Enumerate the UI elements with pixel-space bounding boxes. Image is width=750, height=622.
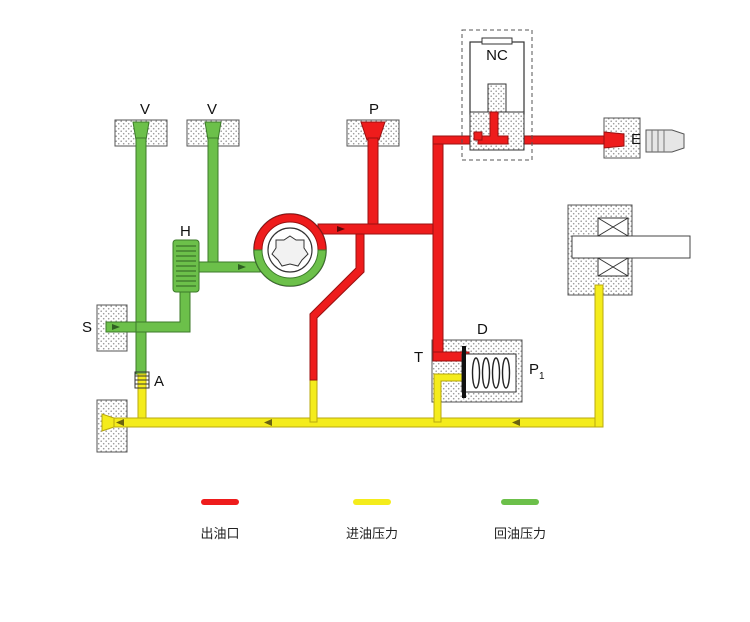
legend-item-inlet: 进油压力: [346, 497, 398, 542]
arrow-icon: [116, 419, 124, 426]
label-h: H: [180, 223, 191, 240]
nozzle: [645, 129, 685, 153]
e-port-funnel: [603, 131, 625, 149]
label-s: S: [82, 319, 92, 336]
return-port-funnel: [101, 413, 115, 432]
v1-pipe: [135, 137, 147, 375]
nozzle-body: [645, 129, 685, 153]
pump-inlet-chamber: [253, 249, 327, 287]
arrow-icon: [337, 226, 345, 232]
p-pipe: [367, 137, 379, 231]
legend-label: 回油压力: [494, 527, 546, 542]
filter-h-ribs: [176, 245, 196, 287]
regulator-spring: [471, 357, 511, 389]
middle-riser: [309, 377, 318, 423]
label-e: E: [631, 131, 641, 148]
label-p1: P1: [529, 361, 545, 382]
inlet-arrows: [116, 419, 520, 426]
label-nc: NC: [486, 47, 508, 64]
pump-to-regulator-pipe: [317, 223, 443, 235]
inlet-pressure-circuit: [101, 284, 604, 432]
legend-item-outlet: 出油口: [198, 497, 242, 542]
arrow-icon: [238, 264, 246, 270]
return-pressure-circuit: [105, 121, 261, 375]
label-d: D: [477, 321, 488, 338]
solenoid-valve: [461, 29, 533, 161]
gear-pump: [253, 213, 327, 287]
h-to-pump-pipe: [195, 261, 261, 273]
bottom-return-pipe: [107, 417, 603, 428]
a-connector-spring: [134, 371, 150, 389]
label-v2: V: [207, 101, 217, 118]
arrow-icon: [112, 324, 120, 330]
v2-pipe: [207, 137, 219, 267]
pressure-regulator: [461, 346, 517, 398]
pump-rotor: [271, 235, 309, 267]
return-arrows: [112, 264, 246, 330]
label-p: P: [369, 101, 379, 118]
v2-port-funnel: [204, 121, 222, 141]
legend-label: 出油口: [200, 527, 239, 542]
arrow-icon: [264, 419, 272, 426]
solenoid-plunger: [477, 111, 509, 145]
label-a: A: [154, 373, 164, 390]
legend: 出油口 进油压力 回油压力: [198, 497, 546, 542]
a-connector-pipe: [137, 373, 147, 425]
solenoid-dashed-frame: [461, 29, 533, 161]
drive-shaft: [571, 217, 691, 277]
riser-to-valve: [432, 135, 444, 361]
shaft: [571, 235, 691, 259]
arrow-icon: [512, 419, 520, 426]
solenoid-core: [487, 83, 507, 115]
regulator-piston: [462, 346, 466, 398]
label-v1: V: [140, 101, 150, 118]
legend-item-return: 回油压力: [494, 497, 546, 542]
housing-blocks: [96, 117, 641, 453]
seal-drain-pipe: [594, 284, 604, 428]
diagonal-bypass-pipe: [309, 233, 365, 381]
legend-label: 进油压力: [346, 527, 398, 542]
label-t: T: [414, 349, 423, 366]
p-port-funnel: [360, 121, 386, 141]
v1-port-funnel: [132, 121, 150, 141]
